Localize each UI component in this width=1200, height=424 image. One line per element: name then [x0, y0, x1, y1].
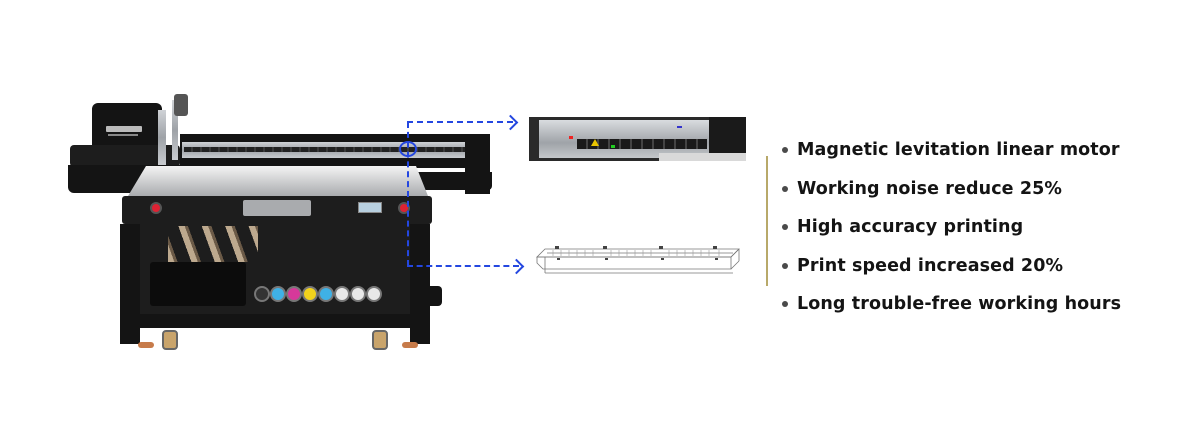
ink-bottle: [286, 286, 302, 302]
linear-motor-photo: [529, 117, 746, 161]
feature-text: Print speed increased 20%: [797, 255, 1064, 276]
ink-bottle: [302, 286, 318, 302]
magnet-strip: [577, 139, 707, 149]
accent-divider: [766, 156, 768, 286]
printer-image: [60, 90, 500, 360]
magnet-track: [184, 147, 480, 152]
ink-bottles: [254, 286, 384, 302]
bullet-icon: [782, 301, 788, 307]
right-wing: [410, 172, 492, 190]
emergency-stop-left: [150, 202, 162, 214]
feature-item: Print speed increased 20%: [780, 252, 1121, 291]
blue-indicator: [677, 126, 682, 128]
bullet-icon: [782, 224, 788, 230]
bullet-icon: [782, 147, 788, 153]
ink-bottle: [318, 286, 334, 302]
printhead-motor: [174, 94, 188, 116]
caster-wheel: [372, 330, 388, 350]
linear-motor-drawing: [536, 246, 740, 274]
ink-bottle: [366, 286, 382, 302]
feature-item: Magnetic levitation linear motor: [780, 136, 1121, 175]
feature-text: Working noise reduce 25%: [797, 178, 1063, 199]
callout-line-top: [407, 121, 513, 123]
ink-bottle: [270, 286, 286, 302]
leveling-foot: [402, 342, 418, 348]
ink-bottle: [350, 286, 366, 302]
side-box: [428, 286, 442, 306]
ink-bottle: [334, 286, 350, 302]
rail-floor: [659, 153, 746, 161]
ink-bottle: [254, 286, 270, 302]
feature-item: High accuracy printing: [780, 213, 1121, 252]
arrow-right-icon: [508, 258, 525, 275]
feature-item: Working noise reduce 25%: [780, 175, 1121, 214]
bullet-icon: [782, 262, 788, 269]
control-keypad: [243, 200, 311, 216]
feature-text: High accuracy printing: [797, 217, 1024, 237]
flatbed-surface: [128, 166, 428, 196]
callout-line-bottom: [407, 265, 519, 267]
brand-logo: [106, 126, 142, 132]
gantry-arm-2: [172, 100, 178, 160]
callout-vertical-line: [407, 122, 409, 266]
ink-hoses: [168, 226, 258, 262]
red-sensor-light: [569, 136, 573, 139]
feature-text: Magnetic levitation linear motor: [797, 140, 1120, 160]
feature-list: Magnetic levitation linear motor Working…: [780, 136, 1121, 329]
green-indicator: [611, 145, 615, 148]
gantry-arm: [158, 110, 166, 165]
feature-item: Long trouble-free working hours: [780, 290, 1121, 329]
bullet-icon: [782, 185, 788, 192]
warning-label: [591, 139, 599, 146]
carriage-base: [70, 145, 180, 167]
caster-wheel: [162, 330, 178, 350]
leveling-foot: [138, 342, 154, 348]
feature-text: Long trouble-free working hours: [797, 294, 1122, 314]
arrow-right-icon: [502, 114, 519, 131]
ink-tank-block: [150, 262, 246, 306]
lcd-display: [358, 202, 382, 213]
brand-logo-sub: [108, 134, 138, 136]
bottom-shelf: [120, 314, 430, 328]
